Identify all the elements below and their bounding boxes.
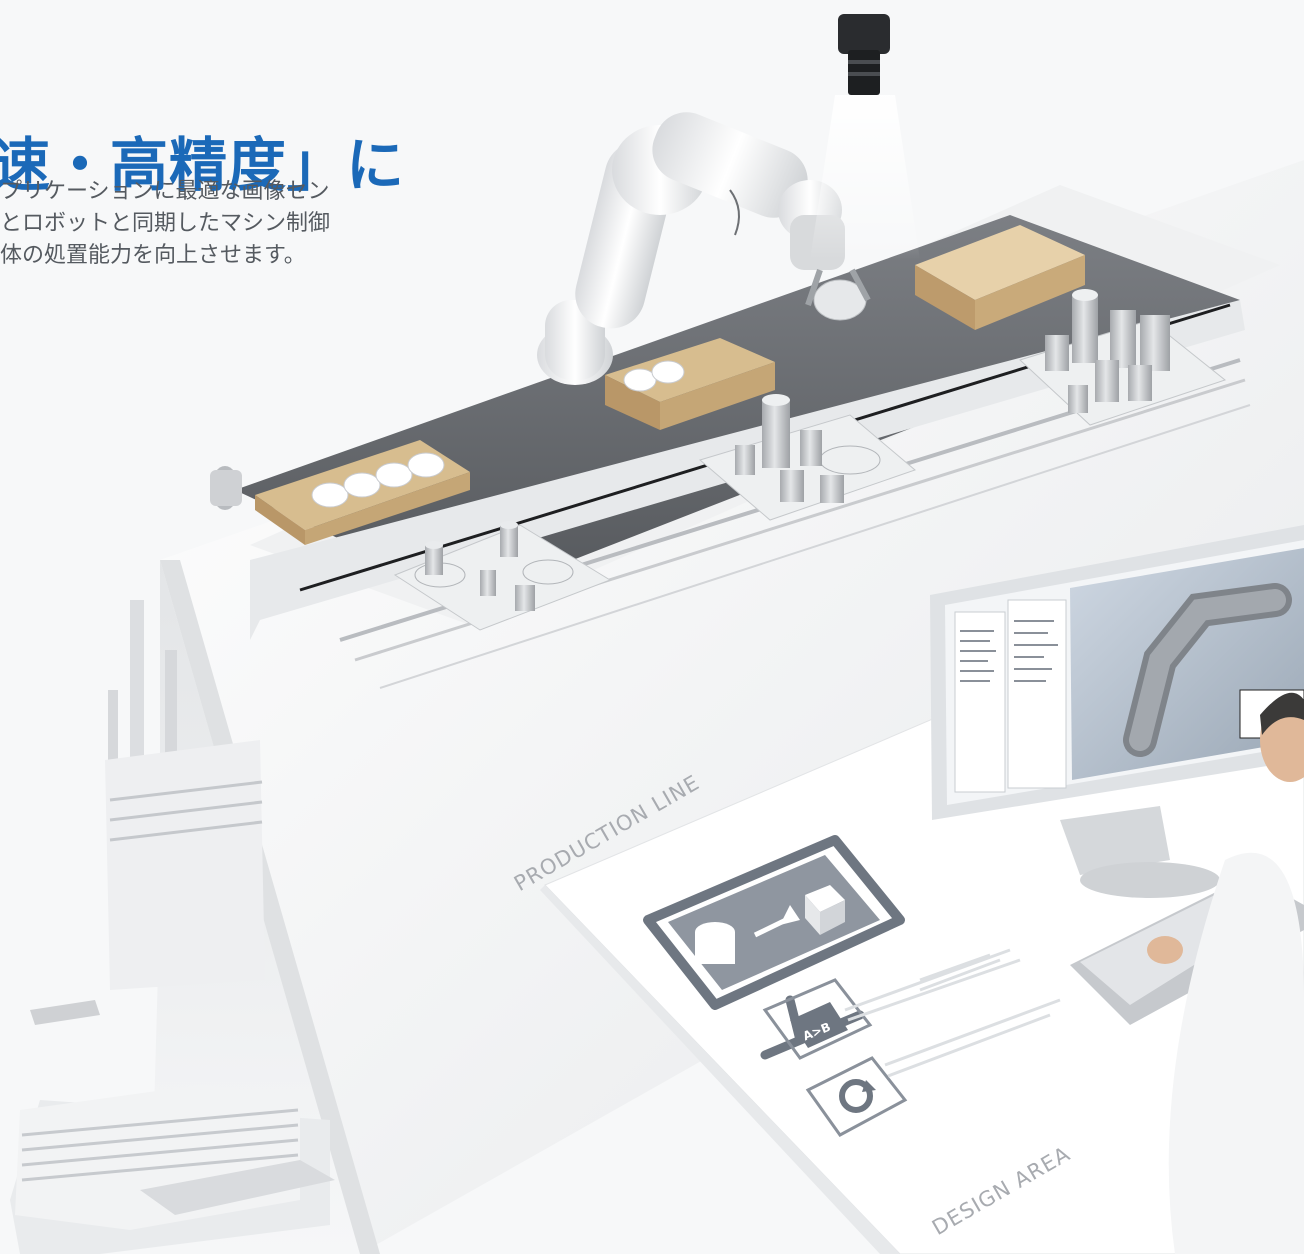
factory-building [10,600,335,1254]
fixture-plate [698,394,916,521]
placeholder-text-lines [844,948,1061,1078]
cardboard-box [915,225,1085,330]
a-to-b-icon: A>B [762,978,873,1060]
vision-camera [810,14,920,260]
headline: 速・高精度」に [0,131,406,199]
body-copy: プリケーションに最適な画像セン とロボットと同期したマシン制御 体の処置能力を向… [0,176,330,272]
fixture-plate [1019,289,1227,426]
monitor [930,525,1304,898]
fixture-plate [393,521,612,631]
body-line: とロボットと同期したマシン制御 [0,211,331,236]
cardboard-box [255,440,470,545]
robot-arm [537,112,871,385]
refresh-icon [805,1056,908,1137]
body-line: 体の処置能力を向上させます。 [0,243,306,268]
cardboard-box [605,338,775,430]
cylinder-to-cube-icon [643,835,905,1060]
operator [1147,692,1304,1254]
body-line: プリケーションに最適な画像セン [0,179,330,204]
